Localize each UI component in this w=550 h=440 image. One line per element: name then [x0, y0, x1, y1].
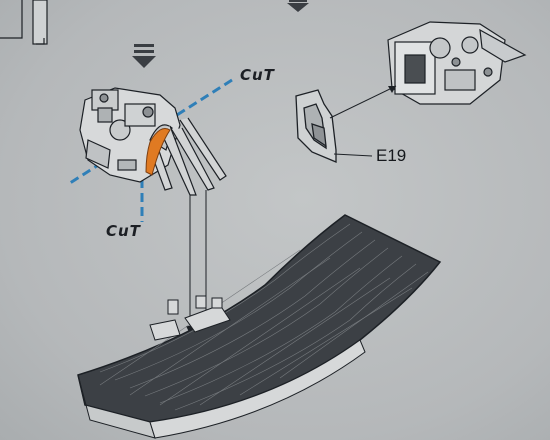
mount-brackets — [149, 295, 231, 341]
previous-step-frame — [0, 0, 48, 45]
grille-base — [77, 214, 442, 439]
part-e19 — [295, 89, 337, 163]
e19-leader — [333, 153, 373, 157]
insert-arrow — [329, 85, 397, 119]
leader-lines — [189, 190, 207, 330]
engine-detail — [387, 21, 527, 105]
down-arrow-icon — [132, 44, 156, 68]
down-arrow-icon-top — [287, 0, 309, 12]
cut-label-lower: CuT — [106, 222, 141, 240]
cut-label-upper: CuT — [240, 66, 275, 84]
part-number-label: E19 — [376, 146, 407, 165]
highlighted-part — [145, 128, 171, 176]
